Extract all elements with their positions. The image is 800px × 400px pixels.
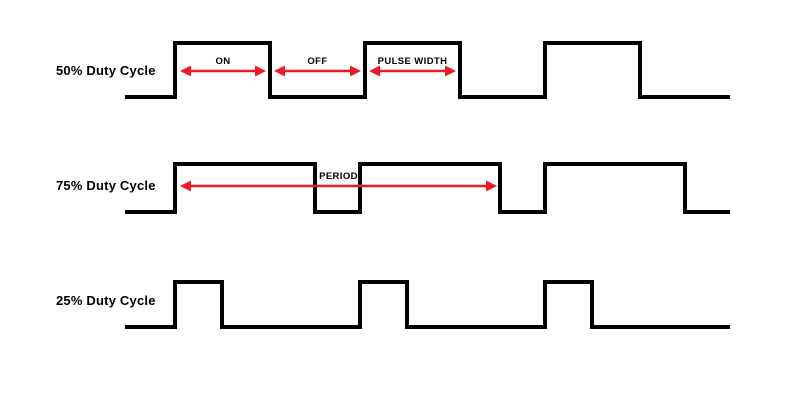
annotation-on: ON: [180, 56, 266, 77]
waveform-row-50: ON OFF PULSE WIDTH: [125, 41, 730, 99]
arrowhead-right-icon: [350, 65, 361, 77]
annotation-label: PULSE WIDTH: [378, 56, 448, 67]
annotation-pulse-width: PULSE WIDTH: [369, 56, 456, 77]
waveform-row-75: PERIOD: [125, 162, 730, 214]
row-label-50-duty-cycle: 50% Duty Cycle: [56, 63, 156, 78]
arrowhead-right-icon: [486, 180, 497, 192]
row-label-25-duty-cycle: 25% Duty Cycle: [56, 293, 156, 308]
arrowhead-left-icon: [180, 65, 191, 77]
arrowhead-left-icon: [369, 65, 380, 77]
pulse-train: [125, 162, 730, 214]
annotation-label: OFF: [307, 56, 327, 67]
arrowhead-left-icon: [180, 180, 191, 192]
pulse-train: [125, 41, 730, 99]
arrowhead-left-icon: [274, 65, 285, 77]
annotation-off: OFF: [274, 56, 361, 77]
annotation-label: PERIOD: [319, 171, 358, 182]
waveform-row-25: [125, 280, 730, 329]
annotation-label: ON: [215, 56, 230, 67]
arrowhead-right-icon: [255, 65, 266, 77]
annotation-period: PERIOD: [180, 171, 497, 192]
row-label-75-duty-cycle: 75% Duty Cycle: [56, 178, 156, 193]
arrowhead-right-icon: [445, 65, 456, 77]
pulse-train: [125, 280, 730, 329]
